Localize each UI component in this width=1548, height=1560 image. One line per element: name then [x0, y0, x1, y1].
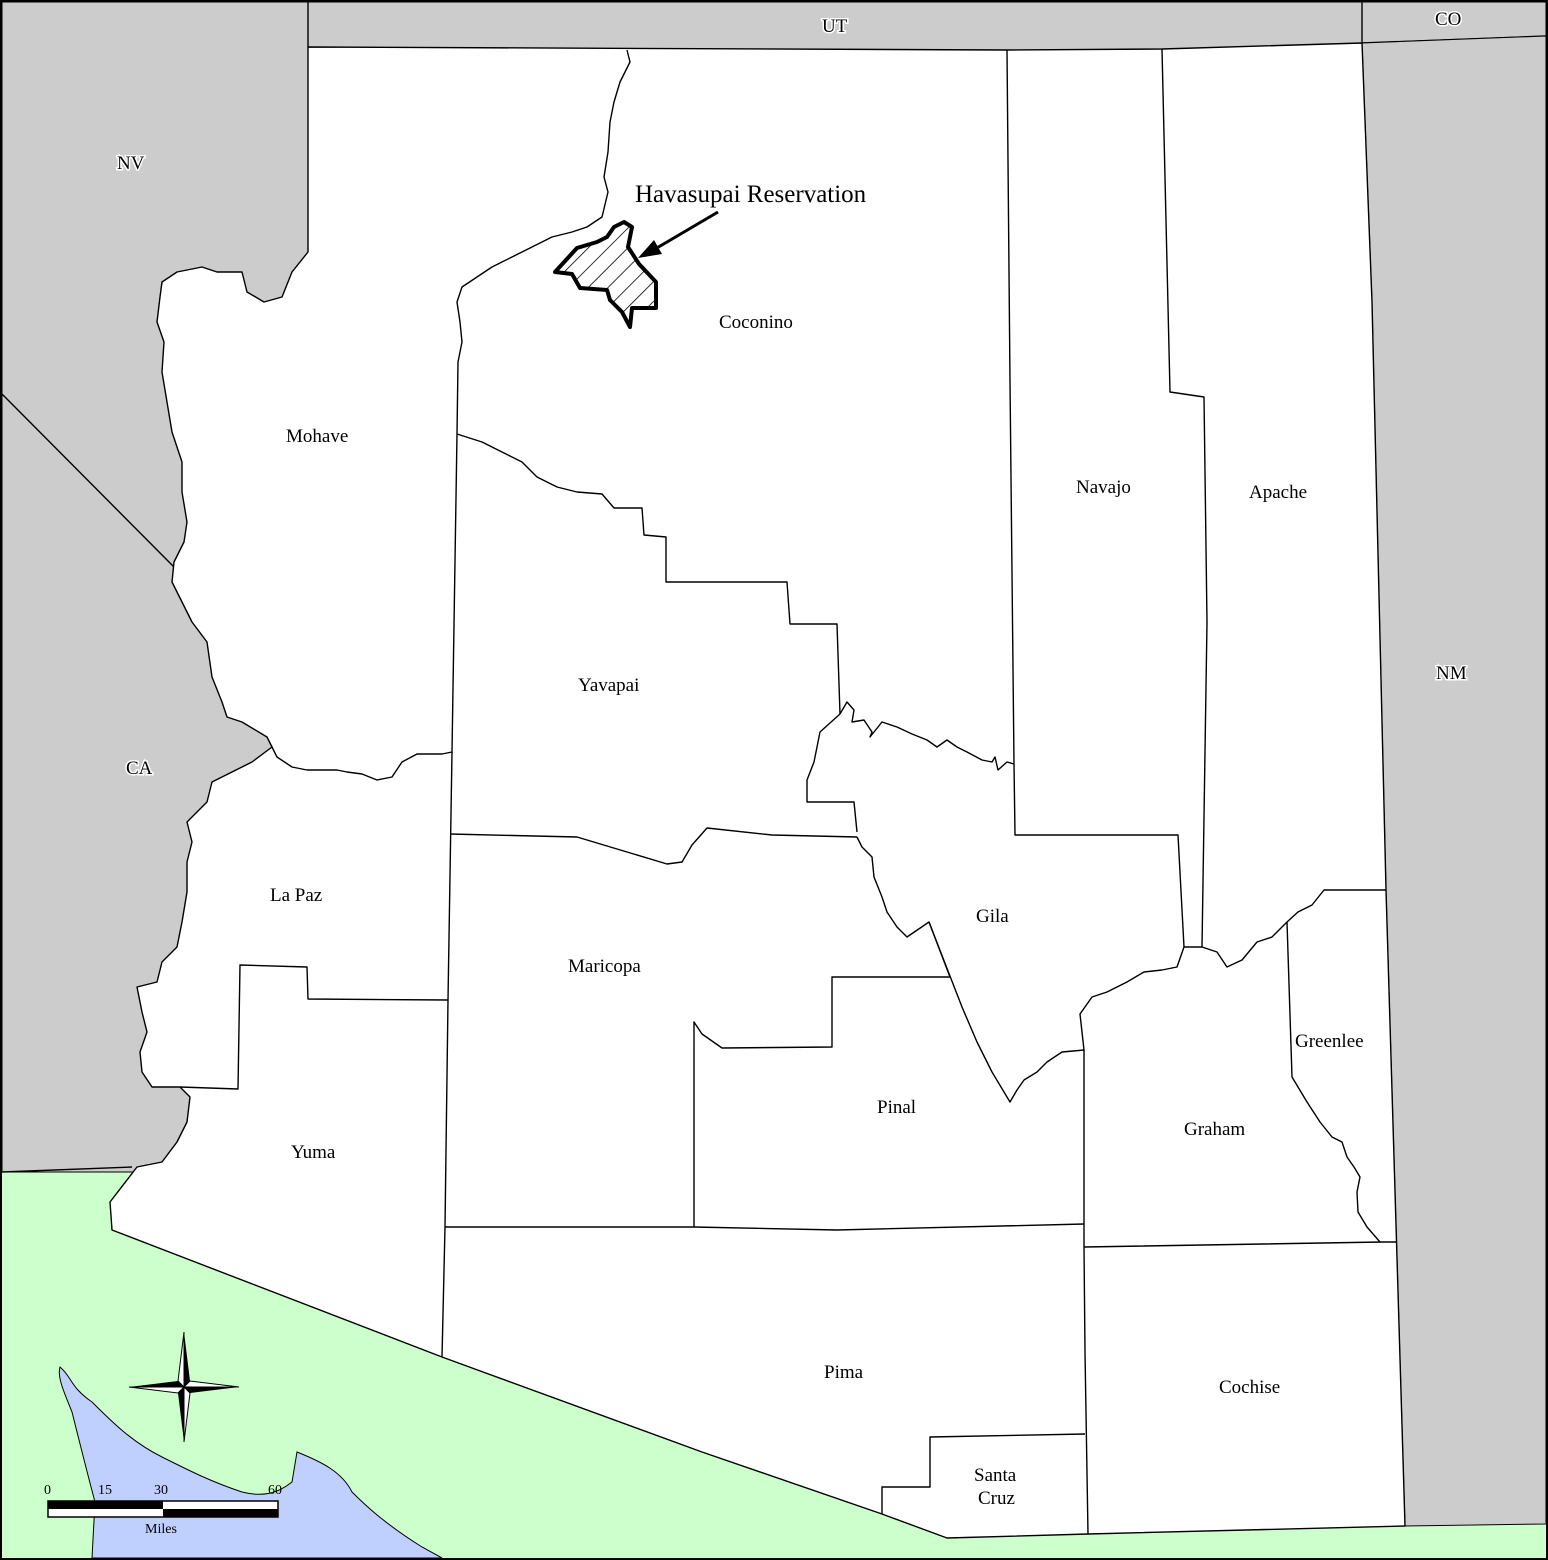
county-label-mohave: Mohave [286, 426, 348, 447]
state-label-ut: UT [822, 16, 848, 37]
county-label-coconino: Coconino [719, 312, 793, 333]
county-label-apache: Apache [1249, 482, 1307, 503]
scale-tick-30: 30 [154, 1483, 168, 1498]
county-label-maricopa: Maricopa [568, 956, 641, 977]
scale-tick-0: 0 [44, 1483, 51, 1498]
county-label-yuma: Yuma [291, 1142, 336, 1163]
county-label-santa-cruz-1: Santa [974, 1465, 1017, 1486]
county-label-la-paz: La Paz [270, 885, 322, 906]
scale-tick-60: 60 [268, 1483, 282, 1498]
state-label-nv: NV [117, 153, 145, 174]
scale-bar: 0 15 30 60 Miles [44, 1483, 282, 1537]
state-label-nm: NM [1436, 663, 1467, 684]
scale-unit: Miles [145, 1522, 177, 1537]
county-label-graham: Graham [1184, 1119, 1245, 1140]
scale-tick-15: 15 [98, 1483, 112, 1498]
county-label-gila: Gila [976, 906, 1009, 927]
county-label-yavapai: Yavapai [578, 675, 639, 696]
county-label-pima: Pima [824, 1362, 864, 1383]
state-label-ca: CA [126, 758, 153, 779]
callout-arrow [638, 210, 719, 258]
compass-rose-icon [128, 1331, 240, 1443]
state-label-co: CO [1435, 9, 1461, 30]
county-label-greenlee: Greenlee [1295, 1031, 1364, 1052]
county-label-pinal: Pinal [877, 1097, 916, 1118]
arizona-state [109, 42, 1406, 1539]
county-label-santa-cruz-2: Cruz [978, 1488, 1015, 1509]
county-label-navajo: Navajo [1076, 477, 1131, 498]
callout-label: Havasupai Reservation [635, 181, 867, 208]
havasupai-reservation[interactable] [553, 220, 658, 329]
county-label-cochise: Cochise [1219, 1377, 1280, 1398]
